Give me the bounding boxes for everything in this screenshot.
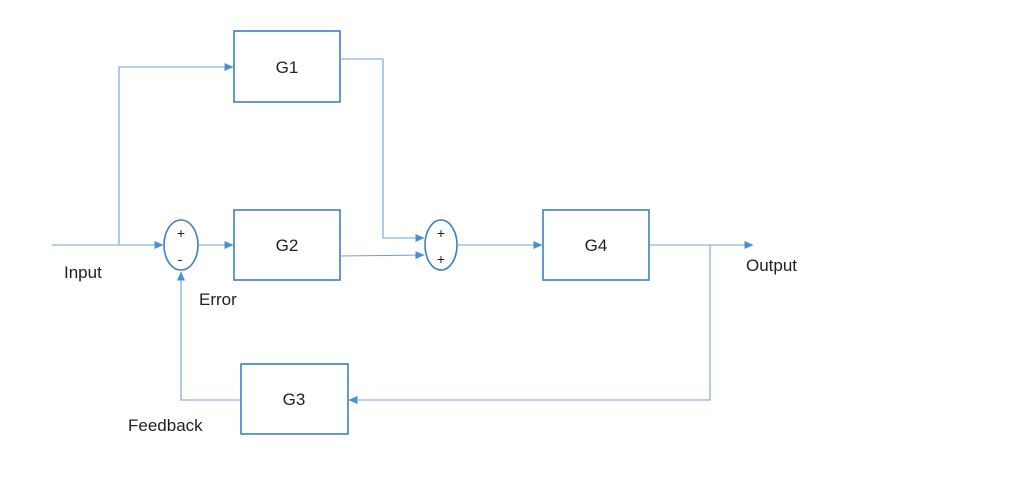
g1-output-wire	[341, 58, 425, 242]
summing-junction-error: + -	[163, 219, 199, 271]
sum1-minus-sign: -	[178, 251, 183, 267]
block-g1-label: G1	[276, 58, 299, 77]
sum2-bottom-plus-sign: +	[437, 251, 445, 267]
feedforward-wire-to-g1	[118, 63, 234, 245]
error-label: Error	[199, 290, 237, 309]
summing-junction-combine: + +	[424, 219, 458, 271]
block-g4-label: G4	[585, 236, 608, 255]
block-g4: G4	[542, 209, 650, 281]
sum2-top-plus-sign: +	[437, 225, 445, 241]
feedback-return-wire	[177, 271, 241, 401]
block-g3: G3	[240, 363, 349, 435]
input-label: Input	[64, 263, 102, 282]
g2-output-wire	[340, 251, 425, 260]
sum1-plus-sign: +	[177, 225, 185, 241]
block-g2: G2	[233, 209, 341, 281]
block-g3-label: G3	[283, 390, 306, 409]
block-g2-label: G2	[276, 236, 299, 255]
output-label: Output	[746, 256, 797, 275]
feedback-label: Feedback	[128, 416, 203, 435]
feedback-takeoff-wire	[348, 245, 711, 404]
block-g1: G1	[233, 30, 341, 103]
